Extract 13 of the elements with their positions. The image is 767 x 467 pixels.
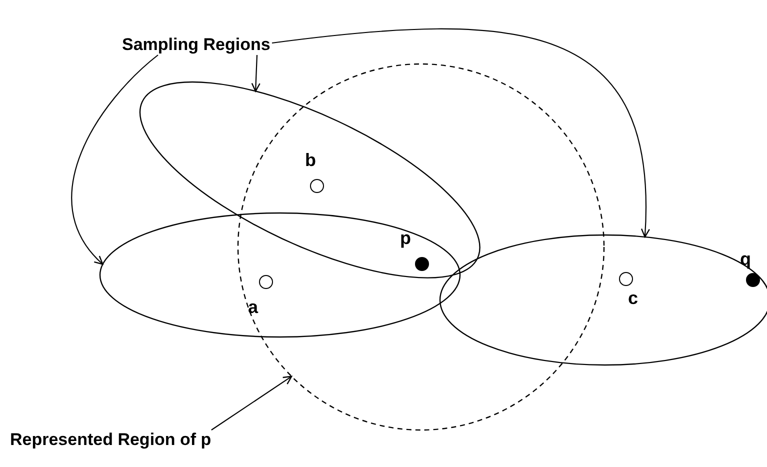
point-label: p — [400, 229, 411, 247]
arrow — [211, 376, 292, 430]
point-label: b — [305, 151, 316, 169]
arrow — [251, 54, 260, 92]
sampling-region-ellipse — [99, 212, 461, 338]
annotation-label: Sampling Regions — [122, 35, 270, 55]
point-label: a — [248, 298, 258, 316]
arrow — [71, 54, 158, 265]
arrow — [272, 28, 650, 238]
sampling-region-ellipse — [140, 82, 480, 278]
point-label: c — [628, 289, 638, 307]
annotation-label: Represented Region of p — [10, 430, 212, 450]
represented-region-circle — [237, 63, 605, 431]
